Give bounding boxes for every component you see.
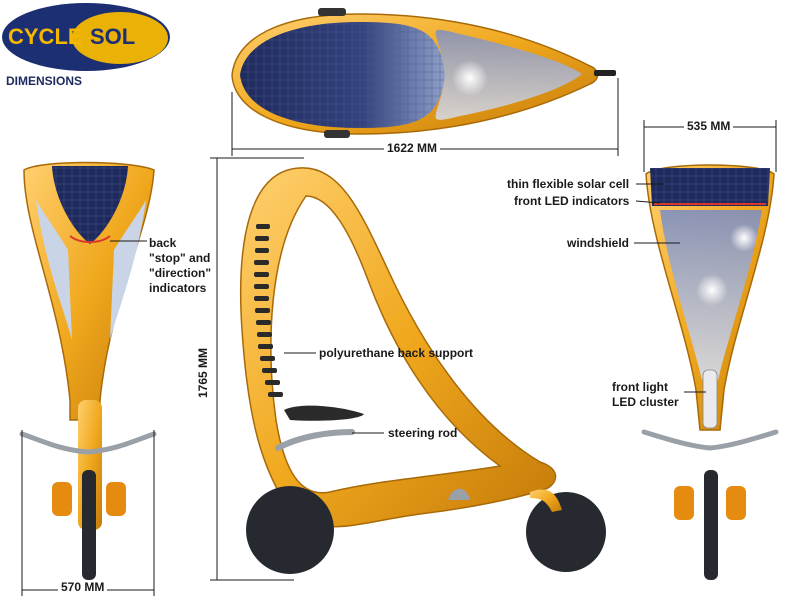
front-view-solar-cells xyxy=(650,168,770,206)
callout-front-light-line-1: front light xyxy=(612,380,668,394)
rear-view-indicator xyxy=(69,235,111,243)
callout-solar-cell: thin flexible solar cell xyxy=(507,177,630,191)
front-view-pedal-left xyxy=(674,486,694,520)
front-view xyxy=(641,164,779,580)
side-view-vent xyxy=(448,488,470,500)
top-view-windshield xyxy=(435,29,582,120)
top-view-headlight xyxy=(452,60,488,96)
rear-view-wheel xyxy=(82,470,96,580)
front-view-light-cluster xyxy=(702,369,718,429)
callout-back-line-2: "stop" and xyxy=(149,251,211,265)
front-view-light-glow-2 xyxy=(696,274,728,306)
front-width-label: 535 MM xyxy=(684,119,734,133)
side-view-front-fork xyxy=(530,489,562,512)
callout-back-line-3: "direction" xyxy=(149,266,212,280)
front-view-light-glow-1 xyxy=(730,224,758,252)
length-label: 1622 MM xyxy=(384,141,441,155)
page-subtitle: DIMENSIONS xyxy=(6,74,83,88)
side-view-back-support xyxy=(254,224,283,397)
rear-view-glass-right xyxy=(110,200,146,340)
front-view-wheel xyxy=(704,470,718,580)
callout-steering-rod: steering rod xyxy=(388,426,458,440)
callout-front-led: front LED indicators xyxy=(514,194,630,208)
side-view-seat xyxy=(284,405,364,421)
side-view-front-wheel xyxy=(526,492,606,572)
front-view-handlebar xyxy=(641,429,779,451)
side-view-rear-wheel xyxy=(246,486,334,574)
logo-word-sol: SOL xyxy=(90,24,136,49)
callout-back-line-4: indicators xyxy=(149,281,207,295)
rear-view xyxy=(19,161,157,580)
callout-front-light: front light LED cluster xyxy=(612,380,679,410)
height-label: 1765 MM xyxy=(196,344,211,402)
top-view-solar-cells xyxy=(240,22,445,128)
side-view xyxy=(239,167,606,574)
callout-back-support: polyurethane back support xyxy=(319,346,474,360)
rear-view-pedal-left xyxy=(52,482,72,516)
top-view-handle-top xyxy=(318,8,346,16)
callout-back-indicators: back "stop" and "direction" indicators xyxy=(149,236,211,296)
callout-back-line-1: back xyxy=(149,236,177,250)
top-view-nose-tip xyxy=(594,70,616,76)
side-view-frame xyxy=(239,167,557,528)
side-view-steering-rod xyxy=(275,429,355,451)
logo-word-cycle: CYCLE xyxy=(8,24,83,49)
leader-front-led xyxy=(635,200,661,204)
top-view-handle-bottom xyxy=(324,130,350,138)
front-view-pedal-right xyxy=(726,486,746,520)
callout-windshield: windshield xyxy=(567,236,630,250)
rear-width-label: 570 MM xyxy=(58,580,108,594)
logo-sun xyxy=(72,12,168,64)
logo xyxy=(2,3,170,71)
rear-view-glass-left xyxy=(36,200,72,340)
height-dimension xyxy=(210,157,304,581)
callout-front-light-line-2: LED cluster xyxy=(612,395,679,409)
rear-view-solar-cells xyxy=(52,166,128,244)
rear-view-handlebar xyxy=(19,431,157,455)
top-view xyxy=(231,8,616,138)
rear-view-pedal-right xyxy=(106,482,126,516)
